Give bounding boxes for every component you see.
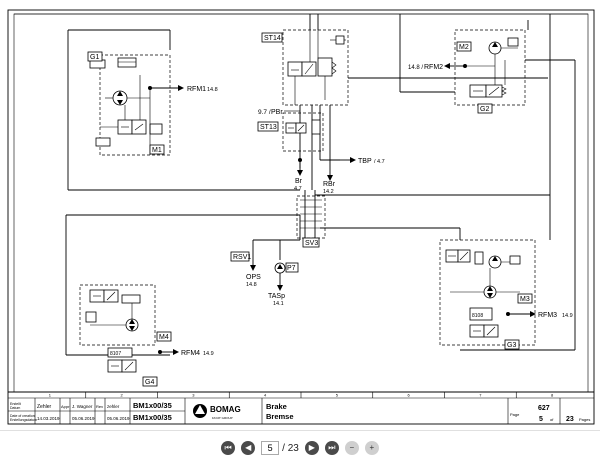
zoom-out-button[interactable]: − [344,441,359,455]
tb-created-date: 14.03.2019 [37,416,60,421]
ruler-number: 8 [551,393,554,398]
block-st14: ST14 [261,29,349,106]
zoom-in-button[interactable]: + [364,441,379,455]
port-rfm4-ref: 14.9 [203,351,214,357]
sheet-frame [7,9,595,425]
ruler-number: 4 [264,393,267,398]
page-number-input[interactable] [261,441,280,455]
port-br: Br [295,178,303,185]
brand-sub: FAYAT GROUP [212,416,233,420]
block-m4-g4: M4 8107 RFM4 14.9 G4 [79,284,214,387]
m1-label: M1 [152,147,162,154]
port-tbp-ref: / 4.7 [374,159,385,165]
ruler-number: 2 [121,393,124,398]
m4-label: M4 [159,334,169,341]
tb-page-total: 23 [566,416,574,423]
port-rbr: RBr [323,181,336,188]
port-rfm1-ref: 14.8 [207,87,218,93]
block-st13: ST13 9.7 / PBr Br 4.7 RBr 14.2 TBP / 4.7 [257,109,385,195]
tb-date-label: Datum [10,406,20,410]
page-total-label: / 23 [282,442,299,454]
tb-title-de: Bremse [266,412,294,421]
bomag-logo: BOMAG FAYAT GROUP [193,404,241,420]
block-sv3: SV3 [296,195,326,248]
svg-text:8108: 8108 [472,313,483,319]
port-rfm2-ref: 14.8 / [408,65,423,71]
viewer-toolbar: ⏮ ◀ / 23 ▶ ⏭ − + [0,430,600,465]
schematic-sheet: G1 M1 RFM1 14.8 ST14 ST13 9.7 / PBr [7,9,595,425]
block-rsv1-p7: RSV1 OPS 14.8 P7 TASp 14.1 [230,251,299,307]
tb-model-2: BM1x00/35 [133,413,172,422]
page-navigator: / 23 [261,441,299,455]
tb-created-label: Erstellt [10,402,21,406]
sv3-label: SV3 [305,240,318,247]
port-rbr-ref: 14.2 [323,189,334,195]
tb-appr-label: Appr [61,404,70,409]
svg-text:8107: 8107 [110,351,121,357]
port-rfm1: RFM1 [187,86,206,93]
tb-pages-label: Pages [579,417,590,422]
previous-page-button[interactable]: ◀ [241,441,256,455]
tb-title-en: Brake [266,402,287,411]
ruler-number: 3 [192,393,195,398]
g1-label: G1 [90,54,99,61]
tb-page-no: 5 [539,416,543,423]
ruler-number: 1 [49,393,52,398]
last-page-button[interactable]: ⏭ [324,441,339,455]
title-block: Erstellt Datum Date of creation Erstellu… [8,391,594,424]
st14-label: ST14 [264,35,281,42]
tb-of-label: of [550,417,554,422]
tb-date-creation-label: Date of creation [10,414,35,418]
ruler-number: 5 [336,393,339,398]
tb-creator: Zehler [37,404,52,410]
tb-rev-name: zehler [107,404,120,409]
port-tbp: TBP [358,158,372,165]
port-tasp: TASp [268,293,285,300]
tb-appr-date: 05.06.2019 [72,416,95,421]
block-g1-m1: G1 M1 RFM1 14.8 [87,51,218,156]
tb-drawing-no: 627 [538,405,550,412]
block-m3-g3: 8108 RFM3 14.9 M3 G3 [439,239,573,350]
rsv1-label: RSV1 [233,254,251,261]
port-rfm4: RFM4 [181,350,200,357]
hydraulic-brake-diagram: G1 M1 RFM1 14.8 ST14 ST13 9.7 / PBr [7,9,595,425]
port-ops: OPS [246,274,261,281]
ruler-number: 7 [479,393,482,398]
port-rfm3-ref: 14.9 [562,313,573,319]
p7-label: P7 [287,265,296,272]
port-br-ref: 4.7 [294,186,302,192]
tb-rev-date: 05.06.2019 [107,416,130,421]
port-rfm3: RFM3 [538,312,557,319]
st13-label: ST13 [260,124,277,131]
tb-model-1: BM1x00/35 [133,401,172,410]
m3-label: M3 [520,296,530,303]
port-pbr-ref: 9.7 / [258,109,271,116]
block-m2-g2: M2 G2 14.8 / RFM2 [408,29,526,114]
brand-name: BOMAG [210,405,241,414]
tb-rev-label: Rev [96,404,103,409]
m2-label: M2 [459,44,469,51]
main-lines [65,14,576,356]
tb-erstellungsdatum-label: Erstellungsdatum [10,418,37,422]
first-page-button[interactable]: ⏮ [221,441,236,455]
g3-label: G3 [507,342,516,349]
tb-page-label: Page [510,412,520,417]
tb-approver: J. Wagner [72,404,93,409]
port-rfm2: RFM2 [424,64,443,71]
g4-label: G4 [145,379,154,386]
g2-label: G2 [480,106,489,113]
port-ops-ref: 14.8 [246,282,257,288]
port-tasp-ref: 14.1 [273,301,284,307]
ruler-number: 6 [408,393,411,398]
port-pbr: PBr [271,109,283,116]
next-page-button[interactable]: ▶ [304,441,319,455]
